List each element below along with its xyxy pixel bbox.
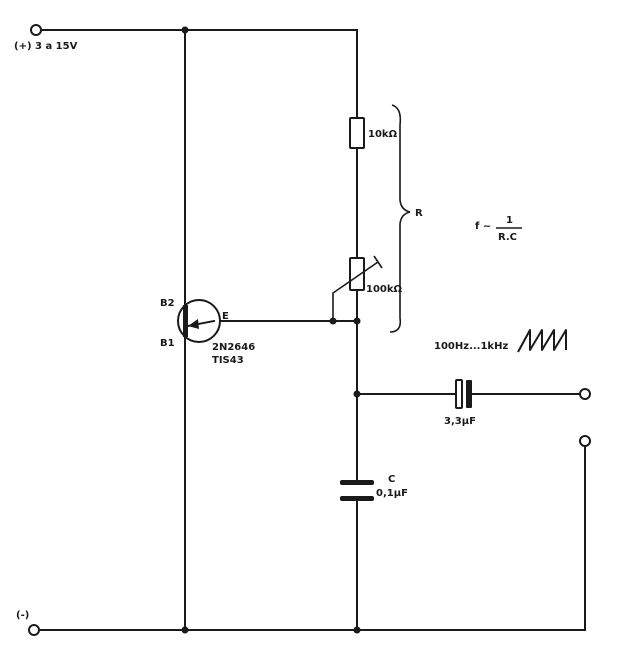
junction-node — [353, 390, 361, 398]
timing-capacitor-name: C — [388, 474, 395, 485]
transistor-emitter-label: E — [222, 311, 229, 322]
transistor-part-number-2: TIS43 — [212, 355, 244, 366]
r-bracket — [389, 104, 411, 333]
sawtooth-waveform-icon — [517, 329, 567, 353]
formula-numerator: 1 — [506, 215, 513, 226]
negative-terminal — [28, 624, 40, 636]
potentiometer-100k-symbol — [332, 255, 383, 321]
timing-capacitor-value: 0,1µF — [376, 488, 408, 499]
junction-node — [353, 317, 361, 325]
supply-negative-label: (-) — [16, 610, 29, 621]
r-bracket-label: R — [415, 208, 423, 219]
formula-lhs: f ~ — [475, 221, 491, 232]
positive-terminal — [30, 24, 42, 36]
potentiometer-100k-label: 100kΩ — [366, 284, 403, 295]
output-capacitor-symbol — [455, 379, 472, 409]
transistor-b2-label: B2 — [160, 298, 175, 309]
output-capacitor-value: 3,3µF — [444, 416, 476, 427]
timing-capacitor-symbol — [340, 480, 374, 501]
junction-node — [353, 626, 361, 634]
frequency-range-label: 100Hz...1kHz — [434, 341, 508, 352]
transistor-part-number-1: 2N2646 — [212, 342, 255, 353]
resistor-10k-label: 10kΩ — [368, 129, 398, 140]
output-terminal — [579, 388, 591, 400]
output-ground-terminal — [579, 435, 591, 447]
junction-node — [181, 626, 189, 634]
resistor-10k-symbol — [349, 117, 365, 149]
transistor-b1-label: B1 — [160, 338, 175, 349]
formula-denominator: R.C — [498, 232, 517, 243]
supply-positive-label: (+) 3 a 15V — [14, 41, 78, 52]
wires — [37, 29, 586, 631]
junction-node — [181, 26, 189, 34]
ujt-transistor-symbol — [177, 299, 221, 343]
